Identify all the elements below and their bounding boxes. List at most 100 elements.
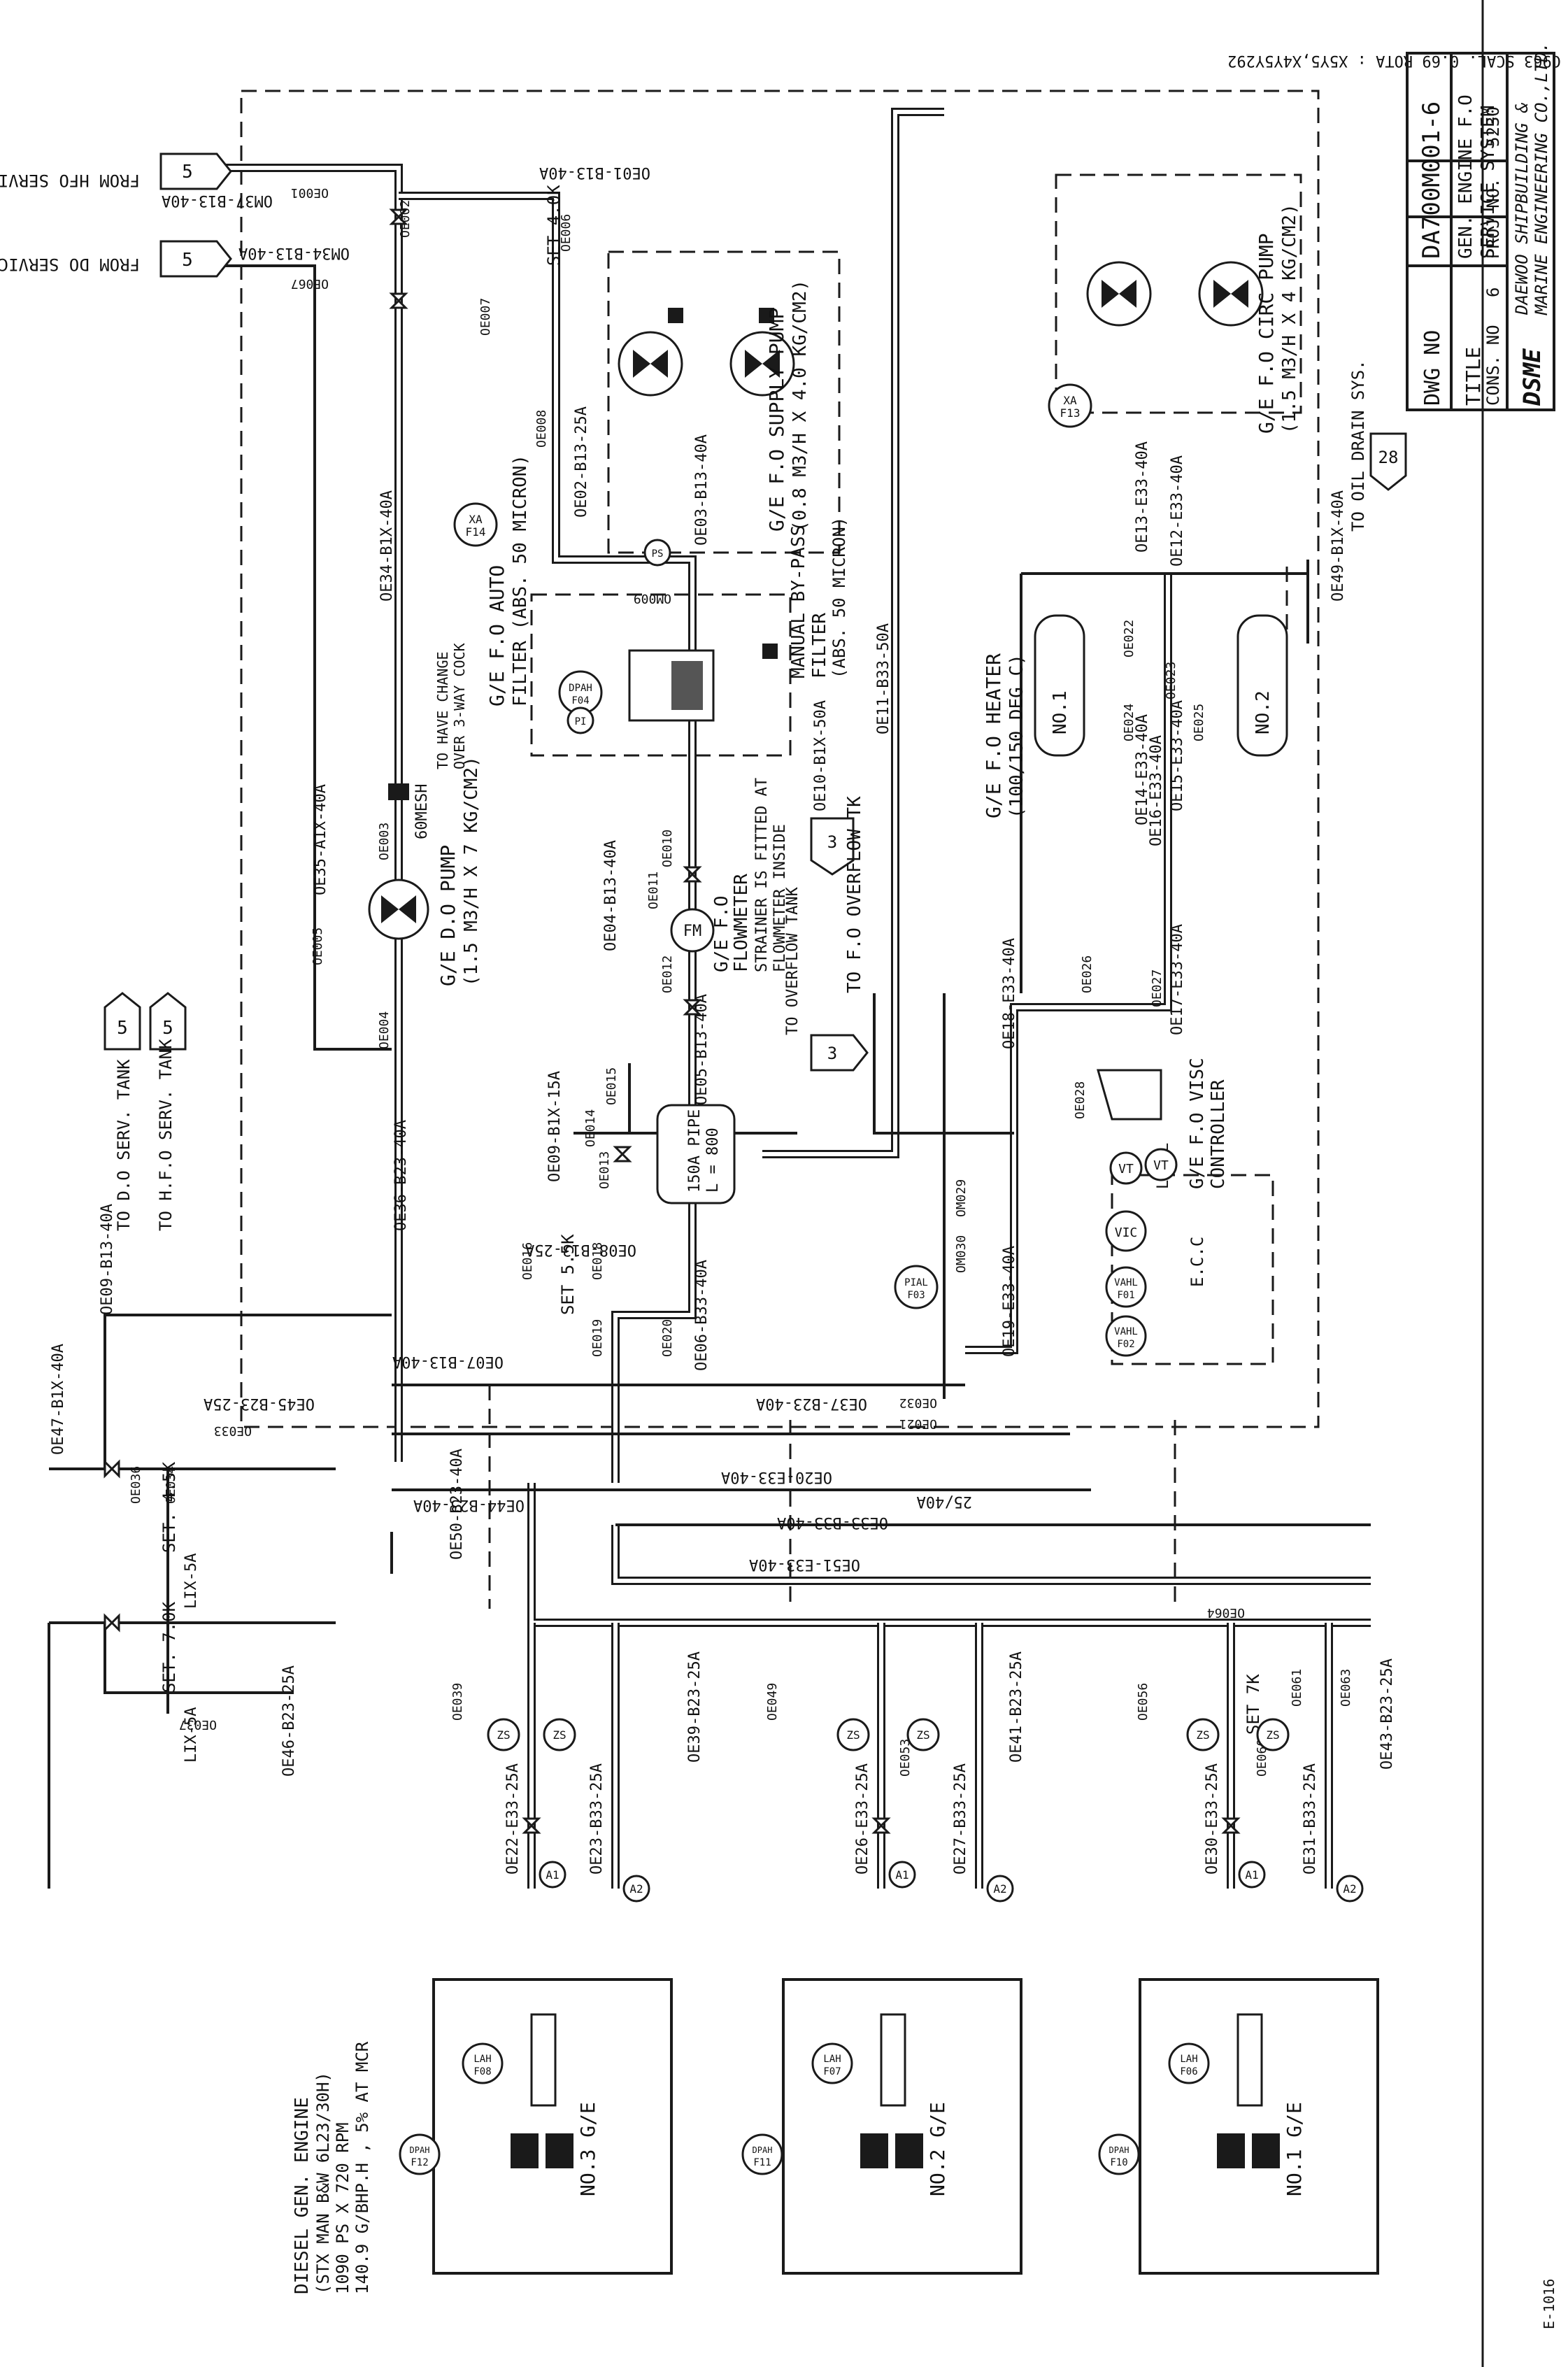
a1-tag: A1 <box>1245 1868 1258 1882</box>
line-tag: OE15-E33-40A <box>1169 700 1186 811</box>
valve-tag: OM030 <box>954 1235 969 1273</box>
a2-tag: A2 <box>993 1882 1006 1896</box>
valve-tag: OE034 <box>164 1466 178 1504</box>
flowmeter-name: G/E F.O <box>711 895 732 972</box>
scanner-header: C963 SCAL. 0.69 ROTA : X5Y5,X4Y5Y292 <box>1227 52 1561 69</box>
line-tag: OE14-E33-40A <box>1134 714 1151 825</box>
xa-f14-num: F14 <box>466 525 486 539</box>
line-tag: OE12-E33-40A <box>1169 455 1186 567</box>
auto-filter-name: G/E F.O AUTO <box>485 565 508 706</box>
instruments: XA F14 XA F13 DPAH F04 PIAL F03 PS PI <box>453 383 1092 1309</box>
set-points: SET. 4.5K SET. 7.0K SET 7K <box>159 1461 1263 1735</box>
line-tag: OE39-B23-25A <box>686 1651 704 1763</box>
line-tag: OE27-B33-25A <box>952 1763 969 1875</box>
dpah-f10-num: F10 <box>1110 2157 1127 2168</box>
line-tag: OE13-E33-40A <box>1134 441 1151 553</box>
supply-pump-group: G/E F.O SUPPLY PUMP (0.8 M3/H X 4.0 KG/C… <box>544 185 841 554</box>
title-line1: GEN. ENGINE F.O <box>1455 94 1476 259</box>
supply-pump-spec: (0.8 M3/H X 4.0 KG/CM2) <box>790 280 811 532</box>
valves: OE001 OE002 OE067 OE006 OE007 OE008 OM00… <box>104 185 1353 1834</box>
from-hfo-service-tank: FROM HFO SERVICE TANK <box>0 171 140 190</box>
title-block: DWG NO DA700M001-6 TITLE GEN. ENGINE F.O… <box>1406 42 1555 411</box>
ge-no1-label: NO.1 G/E <box>1283 2102 1306 2196</box>
vahl-f01-tag: VAHL <box>1114 1277 1138 1288</box>
valve-tag: OE028 <box>1073 1081 1088 1119</box>
xa-f13-tag: XA <box>1063 394 1077 407</box>
line-tag: OE44-B23-40A <box>413 1496 525 1514</box>
line-tag: OE37-B23-40A <box>756 1395 867 1412</box>
corner-note: E-1016 <box>1541 2279 1558 2329</box>
cons-no-label: CONS. NO <box>1483 325 1503 406</box>
circ-pump-spec: (1.5 M3/H X 4 KG/CM2) <box>1279 204 1300 434</box>
dpah-f04-num: F04 <box>571 695 589 706</box>
zs-tag: ZS <box>916 1728 929 1742</box>
valve-tag: OE014 <box>583 1109 598 1147</box>
dpah-f04-tag: DPAH <box>569 683 592 694</box>
to-overflow-tank: TO OVERFLOW TANK <box>784 886 801 1035</box>
vt-tag-1: VT <box>1153 1158 1169 1173</box>
bypass-filter-spec: (ABS. 50 MICRON) <box>829 517 849 678</box>
lah-f06-num: F06 <box>1180 2066 1197 2077</box>
valve-tag: OE037 <box>179 1717 217 1732</box>
ge-no3-label: NO.3 G/E <box>576 2102 599 2196</box>
valve-tag: OE039 <box>450 1683 465 1721</box>
valve-tag: OE026 <box>1080 955 1095 993</box>
valve-tag: OM029 <box>954 1179 969 1217</box>
xa-f13-num: F13 <box>1060 406 1081 420</box>
vt-tag-2: VT <box>1118 1162 1134 1177</box>
three-way-note-1: TO HAVE CHANGE <box>434 651 451 769</box>
mixing-pipe-name: 150A PIPE <box>686 1109 704 1193</box>
mixing-pipe-group: 150A PIPE L = 800 SET 5.5K <box>558 1104 736 1315</box>
diesel-engine-spec2: 1090 PS X 720 RPM <box>333 2122 352 2294</box>
to-fo-overflow-tk: TO F.O OVERFLOW TK <box>844 796 865 993</box>
lah-f08-num: F08 <box>473 2066 491 2077</box>
diesel-engine-title: DIESEL GEN. ENGINE <box>292 2097 313 2294</box>
proj-no-label: PROJ NO. <box>1483 178 1503 259</box>
heater-name: G/E F.O HEATER <box>982 653 1005 818</box>
pial-f03-tag: PIAL <box>904 1277 928 1288</box>
valve-tag: OE023 <box>1164 662 1178 699</box>
lix-tag: LIX-5A <box>183 1554 200 1609</box>
line-tag: OE45-B23-25A <box>204 1395 315 1412</box>
valve-tag: OE005 <box>311 927 325 965</box>
a1-tag: A1 <box>895 1868 908 1882</box>
tank-connections: 5 5 FROM HFO SERVICE TANK FROM DO SERVIC… <box>0 152 1407 1231</box>
valve-tag: OE006 <box>559 214 573 252</box>
vahl-f01-num: F01 <box>1117 1290 1134 1301</box>
valve-tag: OE067 <box>291 276 329 291</box>
valve-tag: OE019 <box>590 1319 605 1357</box>
line-tag: OM34-B13-40A <box>238 244 350 262</box>
valve-tag: OE056 <box>1136 1683 1150 1721</box>
valve-tag: OE021 <box>899 1416 937 1431</box>
valve-tag: OE036 <box>129 1466 143 1504</box>
dpah-f10-tag: DPAH <box>1109 2145 1129 2155</box>
line-tag: OE10-B1X-50A <box>812 700 829 811</box>
vic-tag: VIC <box>1115 1225 1138 1240</box>
tag-5-hfo: 5 <box>182 162 193 183</box>
to-hfo-serv-tank: TO H.F.O SERV. TANK <box>156 1039 176 1231</box>
three-way-note-2: OVER 3-WAY COCK <box>451 643 468 769</box>
line-tag: OE31-B33-25A <box>1302 1763 1319 1875</box>
tag-3-fo-overflow: 3 <box>827 832 837 852</box>
lah-f07-tag: LAH <box>823 2054 841 2065</box>
zs-tag: ZS <box>1196 1728 1209 1742</box>
filter-group: G/E F.O AUTO FILTER (ABS. 50 MICRON) MAN… <box>485 455 849 757</box>
tag-5-to-do: 5 <box>117 1018 128 1039</box>
valve-tag: OE004 <box>377 1011 392 1049</box>
a2-tag: A2 <box>629 1882 643 1896</box>
valve-tag: OE001 <box>291 185 329 200</box>
line-tag: OE35-A1X-40A <box>312 784 329 895</box>
proj-no: 5230 <box>1483 106 1503 147</box>
line-tag: OE26-E33-25A <box>854 1763 871 1875</box>
vahl-f02-tag: VAHL <box>1114 1326 1138 1337</box>
fm-tag: FM <box>683 923 702 940</box>
valve-tag: OE025 <box>1192 704 1206 741</box>
valve-tag: OE064 <box>1207 1605 1245 1620</box>
engine-inlet-instruments: ZS ZS ZS ZS ZS ZS A1 A2 A1 A2 A1 A2 <box>487 1718 1364 1903</box>
valve-tag: OE024 <box>1122 704 1136 741</box>
zs-tag: ZS <box>846 1728 860 1742</box>
dpah-f11-tag: DPAH <box>753 2145 773 2155</box>
zs-tag: ZS <box>553 1728 566 1742</box>
valve-tag: OE012 <box>660 955 675 993</box>
tag-3-overflow: 3 <box>827 1044 837 1063</box>
